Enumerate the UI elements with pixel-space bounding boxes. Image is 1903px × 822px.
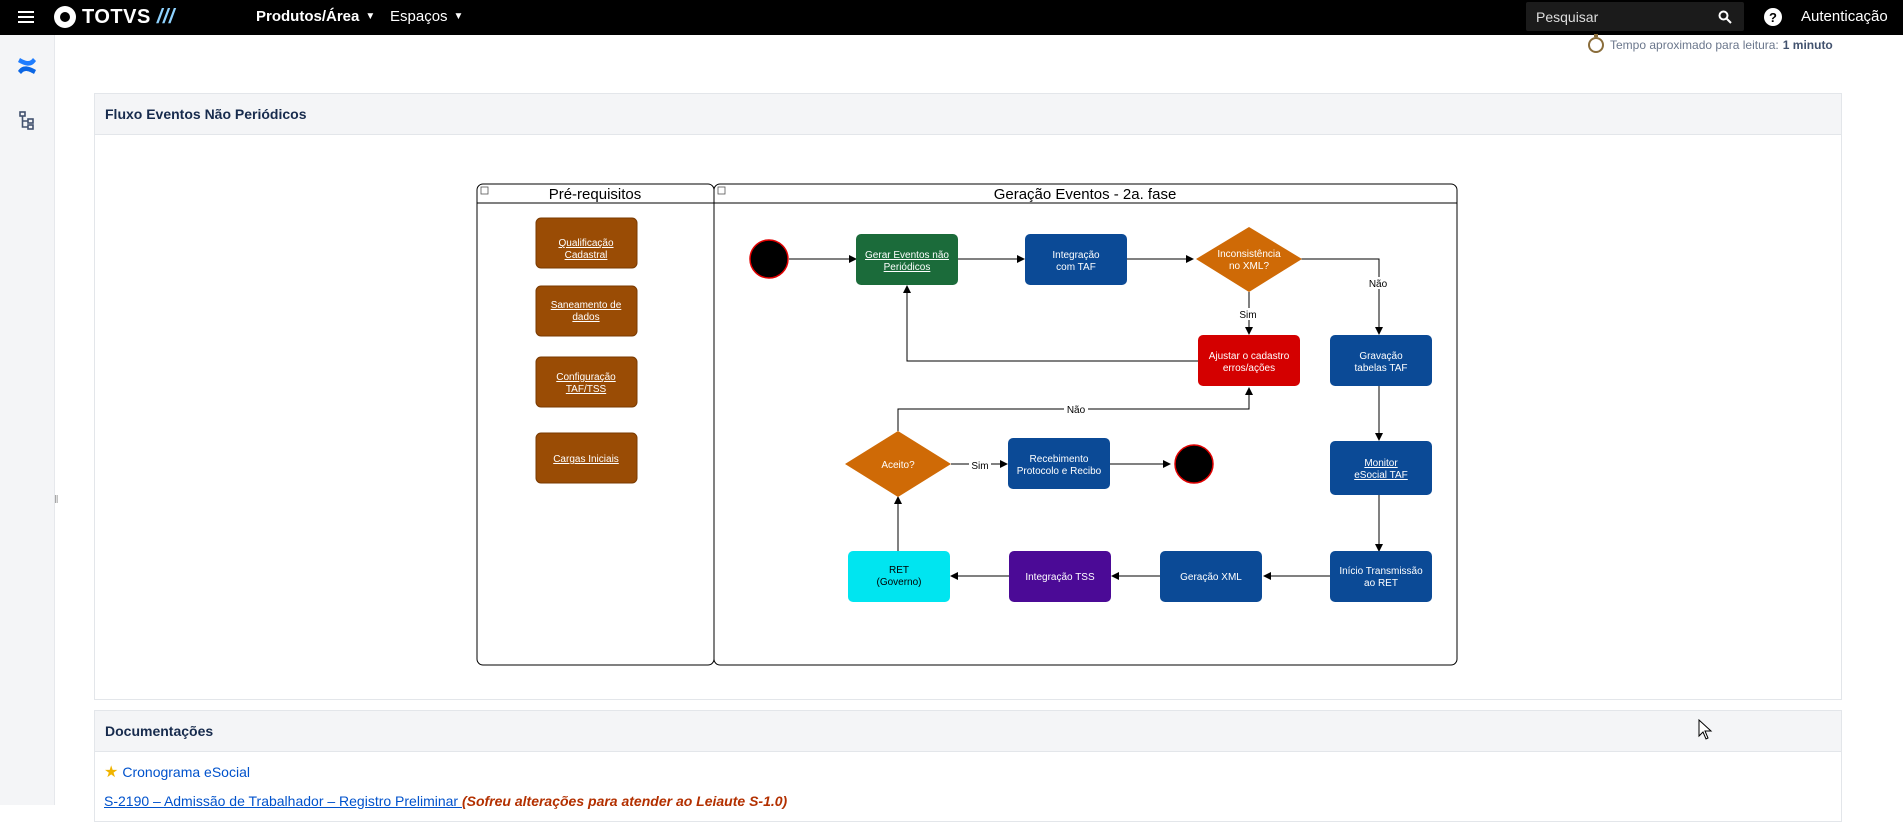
page-tree-icon[interactable] — [14, 107, 40, 133]
label-sim-1: Sim — [1239, 310, 1256, 321]
reading-time-value: 1 minuto — [1782, 38, 1833, 52]
prereq-cargas-label: Cargas Iniciais — [553, 454, 619, 465]
node-integracao-tss: Integração TSS — [1009, 551, 1111, 602]
lane-geracao: Geração Eventos - 2a. fase — [713, 183, 1458, 666]
lane-prereq-title: Pré-requisitos — [549, 186, 642, 203]
prereq-qualificacao-line1: Qualificação — [558, 238, 613, 249]
reading-time-label: Tempo aproximado para leitura: — [1610, 38, 1779, 52]
node-gravacao-tabelas: Gravação tabelas TAF — [1330, 335, 1432, 386]
lane-geracao-title: Geração Eventos - 2a. fase — [994, 186, 1177, 203]
prereq-qualificacao[interactable]: Qualificação Cadastral — [535, 217, 638, 269]
prereq-saneamento-line2: dados — [572, 312, 599, 323]
stopwatch-icon — [1588, 34, 1604, 53]
node-inicio-line1: Início Transmissão — [1339, 566, 1423, 577]
node-inconsistencia: Inconsistência no XML? — [1196, 227, 1302, 292]
node-gravacao-line1: Gravação — [1359, 351, 1403, 362]
nav-espacos-label: Espaços — [390, 8, 448, 25]
collapse-lane-icon[interactable] — [717, 186, 726, 195]
prereq-qualificacao-line2: Cadastral — [565, 250, 608, 261]
help-icon[interactable]: ? — [1764, 8, 1782, 26]
edge-ajustar-gerar — [903, 285, 1198, 362]
prereq-cargas[interactable]: Cargas Iniciais — [535, 432, 638, 484]
node-integ-tss-label: Integração TSS — [1025, 572, 1095, 583]
node-ajustar-line1: Ajustar o cadastro — [1209, 351, 1290, 362]
doc-link-cronograma-label: Cronograma eSocial — [122, 764, 250, 780]
docs-panel-title: Documentações — [95, 711, 1841, 752]
node-integ-taf-line1: Integração — [1052, 250, 1100, 261]
doc-link-cronograma[interactable]: ★Cronograma eSocial — [104, 762, 250, 782]
prereq-configuracao-line1: Configuração — [556, 372, 616, 383]
node-gerar-line2: Periódicos — [884, 262, 931, 273]
doc-link-s2190-note: (Sofreu alterações para atender ao Leiau… — [461, 793, 788, 809]
node-geracao-xml-label: Geração XML — [1180, 572, 1242, 583]
node-gerar-line1: Gerar Eventos não — [865, 250, 949, 261]
node-inconsist-line2: no XML? — [1229, 261, 1269, 272]
node-ret-line2: (Governo) — [876, 577, 921, 588]
collapse-lane-icon[interactable] — [480, 186, 489, 195]
node-ret-line1: RET — [889, 565, 909, 576]
node-ret-governo: RET (Governo) — [848, 551, 950, 602]
node-aceito: Aceito? — [845, 431, 951, 497]
end-event — [1174, 444, 1214, 484]
doc-link-s2190-label: S-2190 – Admissão de Trabalhador – Regis… — [104, 793, 462, 809]
prereq-saneamento-line1: Saneamento de — [551, 300, 622, 311]
label-nao-1: Não — [1369, 279, 1388, 290]
node-ajustar-cadastro: Ajustar o cadastro erros/ações — [1198, 335, 1300, 386]
left-sidebar — [0, 35, 55, 805]
menu-icon[interactable] — [18, 8, 36, 26]
node-aceito-label: Aceito? — [881, 460, 915, 471]
sidebar-resize-handle[interactable]: ‖ — [54, 494, 59, 506]
mouse-cursor-icon — [1698, 718, 1714, 741]
nav-produtos-label: Produtos/Área — [256, 8, 360, 25]
edge-inconsist-gravacao — [1300, 258, 1383, 335]
search-icon[interactable] — [1718, 10, 1732, 24]
search-input[interactable] — [1526, 7, 1718, 26]
top-navigation-bar: TOTVS /// Produtos/Área ▼ Espaços ▼ ? Au… — [0, 0, 1903, 35]
totvs-logo[interactable]: TOTVS /// — [54, 5, 175, 29]
edge-labels: Sim Não Não Sim — [969, 277, 1390, 472]
prereq-configuracao-line2: TAF/TSS — [566, 384, 607, 395]
node-monitor-line2: eSocial TAF — [1354, 470, 1408, 481]
node-gerar-eventos[interactable]: Gerar Eventos não Periódicos — [856, 234, 958, 285]
node-integracao-taf: Integração com TAF — [1025, 234, 1127, 285]
login-link[interactable]: Autenticação — [1801, 8, 1888, 25]
nav-produtos-area[interactable]: Produtos/Área ▼ — [256, 8, 375, 25]
node-recebimento-line1: Recebimento — [1030, 454, 1089, 465]
confluence-icon[interactable] — [14, 53, 40, 79]
chevron-down-icon: ▼ — [453, 11, 464, 22]
label-nao-2: Não — [1067, 405, 1086, 416]
totvs-logo-icon — [54, 6, 76, 28]
node-integ-taf-line2: com TAF — [1056, 262, 1096, 273]
star-icon: ★ — [104, 764, 119, 781]
chevron-down-icon: ▼ — [365, 11, 376, 22]
flow-diagram: Pré-requisitos Geração Eventos - 2a. fas… — [476, 183, 1458, 666]
node-inconsist-line1: Inconsistência — [1217, 249, 1281, 260]
node-monitor-line1: Monitor — [1364, 458, 1398, 469]
node-geracao-xml: Geração XML — [1160, 551, 1262, 602]
node-inicio-line2: ao RET — [1364, 578, 1398, 589]
node-gravacao-line2: tabelas TAF — [1355, 363, 1408, 374]
docs-panel: Documentações — [94, 710, 1842, 822]
search-box — [1526, 2, 1744, 31]
node-inicio-transmissao: Início Transmissão ao RET — [1330, 551, 1432, 602]
node-monitor-esocial[interactable]: Monitor eSocial TAF — [1330, 441, 1432, 495]
node-ajustar-line2: erros/ações — [1223, 363, 1275, 374]
label-sim-2: Sim — [971, 461, 988, 472]
brand-suffix: /// — [156, 5, 175, 28]
reading-time: Tempo aproximado para leitura: 1 minuto — [1588, 34, 1833, 53]
start-event — [749, 239, 789, 279]
prereq-configuracao[interactable]: Configuração TAF/TSS — [535, 356, 638, 408]
nav-espacos[interactable]: Espaços ▼ — [390, 8, 463, 25]
node-recebimento-line2: Protocolo e Recibo — [1017, 466, 1102, 477]
flow-panel-title: Fluxo Eventos Não Periódicos — [95, 94, 1841, 135]
doc-link-s2190[interactable]: S-2190 – Admissão de Trabalhador – Regis… — [104, 793, 787, 809]
node-recebimento-protocolo: Recebimento Protocolo e Recibo — [1008, 438, 1110, 489]
brand-name: TOTVS — [82, 5, 151, 28]
prereq-saneamento[interactable]: Saneamento de dados — [535, 285, 638, 337]
